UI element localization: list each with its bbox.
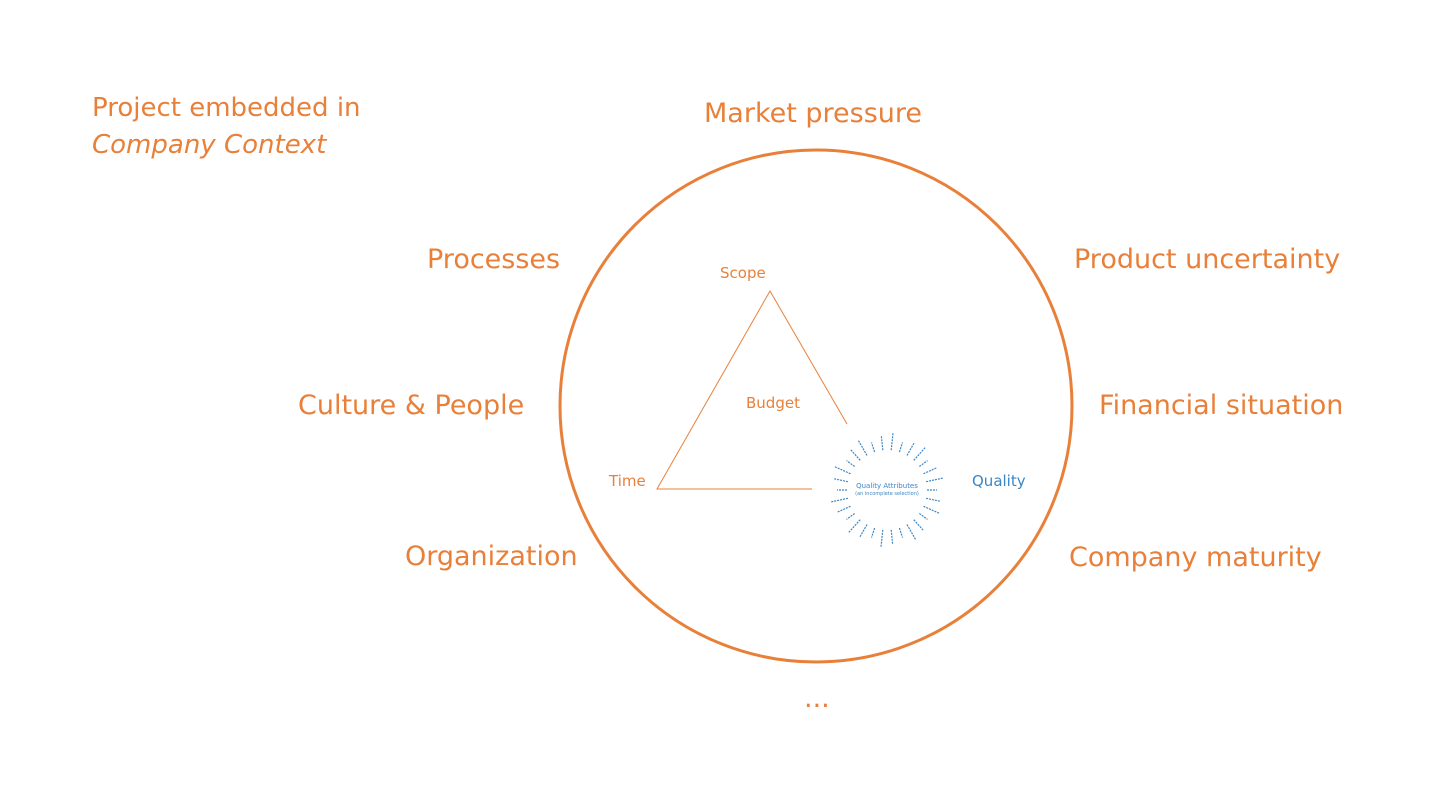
factor-more-ellipsis: ...: [804, 683, 830, 714]
quality-attribute-tick: [846, 460, 855, 467]
quality-attribute-tick: [923, 467, 937, 475]
quality-attribute-tick: [919, 513, 928, 520]
quality-attribute-tick: [834, 478, 849, 483]
quality-attribute-tick: [890, 432, 894, 451]
quality-attribute-tick: [850, 449, 861, 461]
title-line-1: Project embedded in: [92, 93, 361, 123]
title-line-2: Company Context: [92, 130, 327, 160]
factor-product-uncertainty: Product uncertainty: [1074, 244, 1341, 275]
quality-attribute-tick: [925, 497, 940, 502]
quality-attribute-tick: [906, 442, 915, 456]
quality-attribute-tick: [833, 465, 851, 475]
triangle-quality-label: Quality: [972, 472, 1026, 490]
quality-attribute-tick: [830, 497, 849, 503]
quality-attribute-tick: [837, 505, 851, 513]
triangle-time-label: Time: [609, 472, 646, 490]
quality-attribute-tick: [913, 446, 927, 461]
quality-attribute-tick: [906, 524, 917, 541]
quality-attributes-center-subtitle: (an incomplete selection): [855, 491, 919, 497]
quality-attribute-tick: [857, 439, 868, 456]
page-title: Project embedded in Company Context: [92, 90, 361, 164]
quality-attribute-tick: [898, 442, 904, 453]
factor-culture-people: Culture & People: [298, 390, 525, 421]
project-circle: [558, 148, 1074, 664]
iron-triangle: [656, 289, 848, 490]
factor-processes: Processes: [427, 244, 561, 275]
quality-attributes-center-title: Quality Attributes: [856, 482, 918, 490]
factor-organization: Organization: [405, 541, 578, 572]
triangle-budget-label: Budget: [746, 394, 800, 412]
quality-attribute-tick: [846, 513, 855, 520]
triangle-scope-label: Scope: [720, 264, 766, 282]
quality-attribute-tick: [919, 460, 928, 467]
factor-company-maturity: Company maturity: [1069, 542, 1322, 573]
quality-attribute-tick: [923, 505, 941, 515]
factor-market-pressure: Market pressure: [704, 98, 923, 129]
quality-attribute-tick: [880, 436, 884, 451]
quality-attribute-tick: [859, 524, 868, 538]
quality-attribute-tick: [847, 519, 861, 534]
factor-financial-situation: Financial situation: [1099, 390, 1344, 421]
quality-attribute-tick: [925, 477, 944, 483]
quality-attribute-tick: [880, 529, 884, 548]
quality-attribute-tick: [870, 527, 876, 538]
quality-attribute-tick: [890, 529, 894, 544]
quality-attributes-cluster: [830, 432, 944, 548]
quality-attribute-tick: [913, 519, 924, 531]
quality-attribute-tick: [870, 442, 876, 453]
quality-attribute-tick: [898, 527, 904, 538]
